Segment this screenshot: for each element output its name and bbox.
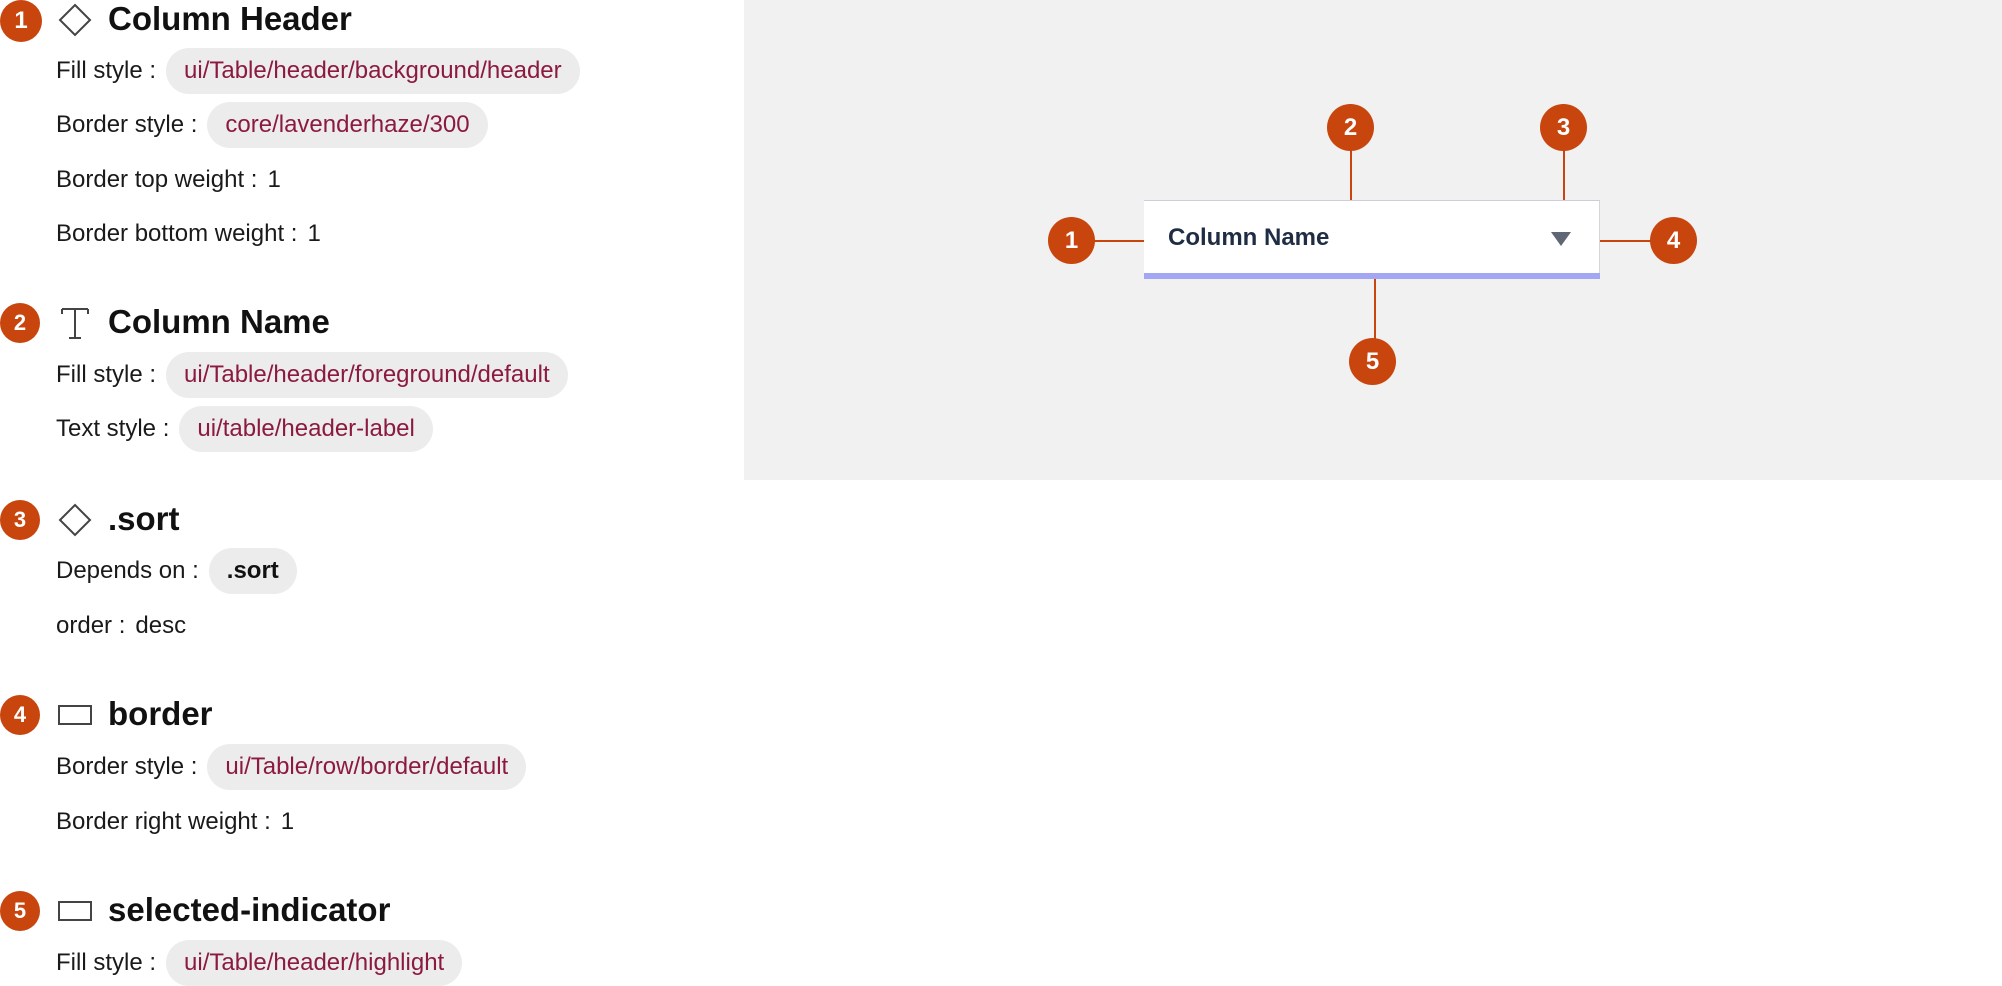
prop-depends-on: Depends on : .sort xyxy=(56,548,297,594)
rectangle-icon xyxy=(58,705,92,725)
callout-line-5 xyxy=(1374,279,1376,339)
style-chip[interactable]: ui/Table/header/background/header xyxy=(166,48,580,94)
prop-label: Fill style : xyxy=(56,361,157,388)
prop-border-right-weight: Border right weight : 1 xyxy=(56,808,294,836)
diamond-icon xyxy=(58,503,92,537)
prop-border-style: Border style : core/lavenderhaze/300 xyxy=(56,102,488,148)
prop-label: Text style : xyxy=(56,415,170,442)
preview-callout-3: 3 xyxy=(1540,104,1587,151)
prop-value: 1 xyxy=(280,808,295,835)
prop-label: Fill style : xyxy=(56,949,157,976)
prop-fill-style: Fill style : ui/Table/header/background/… xyxy=(56,48,580,94)
prop-text-style: Text style : ui/table/header-label xyxy=(56,406,433,452)
rectangle-icon xyxy=(58,901,92,921)
sort-desc-triangle-icon[interactable] xyxy=(1551,232,1571,246)
callout-line-2 xyxy=(1350,148,1352,224)
section-title-selected-indicator: selected-indicator xyxy=(108,891,391,928)
prop-value: 1 xyxy=(267,166,281,193)
callout-line-3 xyxy=(1563,148,1565,224)
prop-value: desc xyxy=(135,612,187,639)
prop-border-style: Border style : ui/Table/row/border/defau… xyxy=(56,744,527,790)
callout-line-4 xyxy=(1600,240,1651,242)
preview-callout-2: 2 xyxy=(1327,104,1374,151)
style-chip[interactable]: core/lavenderhaze/300 xyxy=(207,102,488,148)
section-title-column-header: Column Header xyxy=(108,0,352,37)
prop-order: order : desc xyxy=(56,612,186,640)
style-chip[interactable]: ui/Table/header/highlight xyxy=(166,940,463,986)
column-header-preview[interactable] xyxy=(1144,200,1600,274)
prop-label: Border style : xyxy=(56,753,198,780)
prop-label: Border right weight : xyxy=(56,808,271,835)
prop-border-bottom-weight: Border bottom weight : 1 xyxy=(56,220,321,248)
style-chip[interactable]: ui/table/header-label xyxy=(179,406,433,452)
prop-border-top-weight: Border top weight : 1 xyxy=(56,166,281,194)
column-name-label: Column Name xyxy=(1168,224,1330,251)
preview-callout-1: 1 xyxy=(1048,217,1095,264)
prop-label: Fill style : xyxy=(56,57,157,84)
selected-indicator-bar xyxy=(1144,273,1600,279)
prop-label: Border style : xyxy=(56,111,198,138)
callout-badge-5: 5 xyxy=(0,891,40,931)
callout-badge-1: 1 xyxy=(0,0,42,42)
prop-fill-style: Fill style : ui/Table/header/highlight xyxy=(56,940,463,986)
prop-label: order : xyxy=(56,612,126,639)
preview-callout-5: 5 xyxy=(1349,338,1396,385)
callout-line-1 xyxy=(1094,240,1144,242)
style-chip[interactable]: ui/Table/row/border/default xyxy=(207,744,527,790)
prop-label: Border bottom weight : xyxy=(56,220,298,247)
callout-badge-4: 4 xyxy=(0,695,40,735)
preview-callout-4: 4 xyxy=(1650,217,1697,264)
section-title-column-name: Column Name xyxy=(108,303,330,340)
prop-fill-style: Fill style : ui/Table/header/foreground/… xyxy=(56,352,568,398)
section-title-sort: .sort xyxy=(108,500,180,537)
callout-badge-2: 2 xyxy=(0,303,40,343)
diamond-icon xyxy=(58,3,92,37)
dependency-chip[interactable]: .sort xyxy=(208,548,297,594)
prop-value: 1 xyxy=(307,220,321,247)
style-chip[interactable]: ui/Table/header/foreground/default xyxy=(166,352,568,398)
text-icon xyxy=(61,308,89,339)
prop-label: Depends on : xyxy=(56,557,199,584)
prop-label: Border top weight : xyxy=(56,166,258,193)
callout-badge-3: 3 xyxy=(0,500,40,540)
section-title-border: border xyxy=(108,695,213,732)
